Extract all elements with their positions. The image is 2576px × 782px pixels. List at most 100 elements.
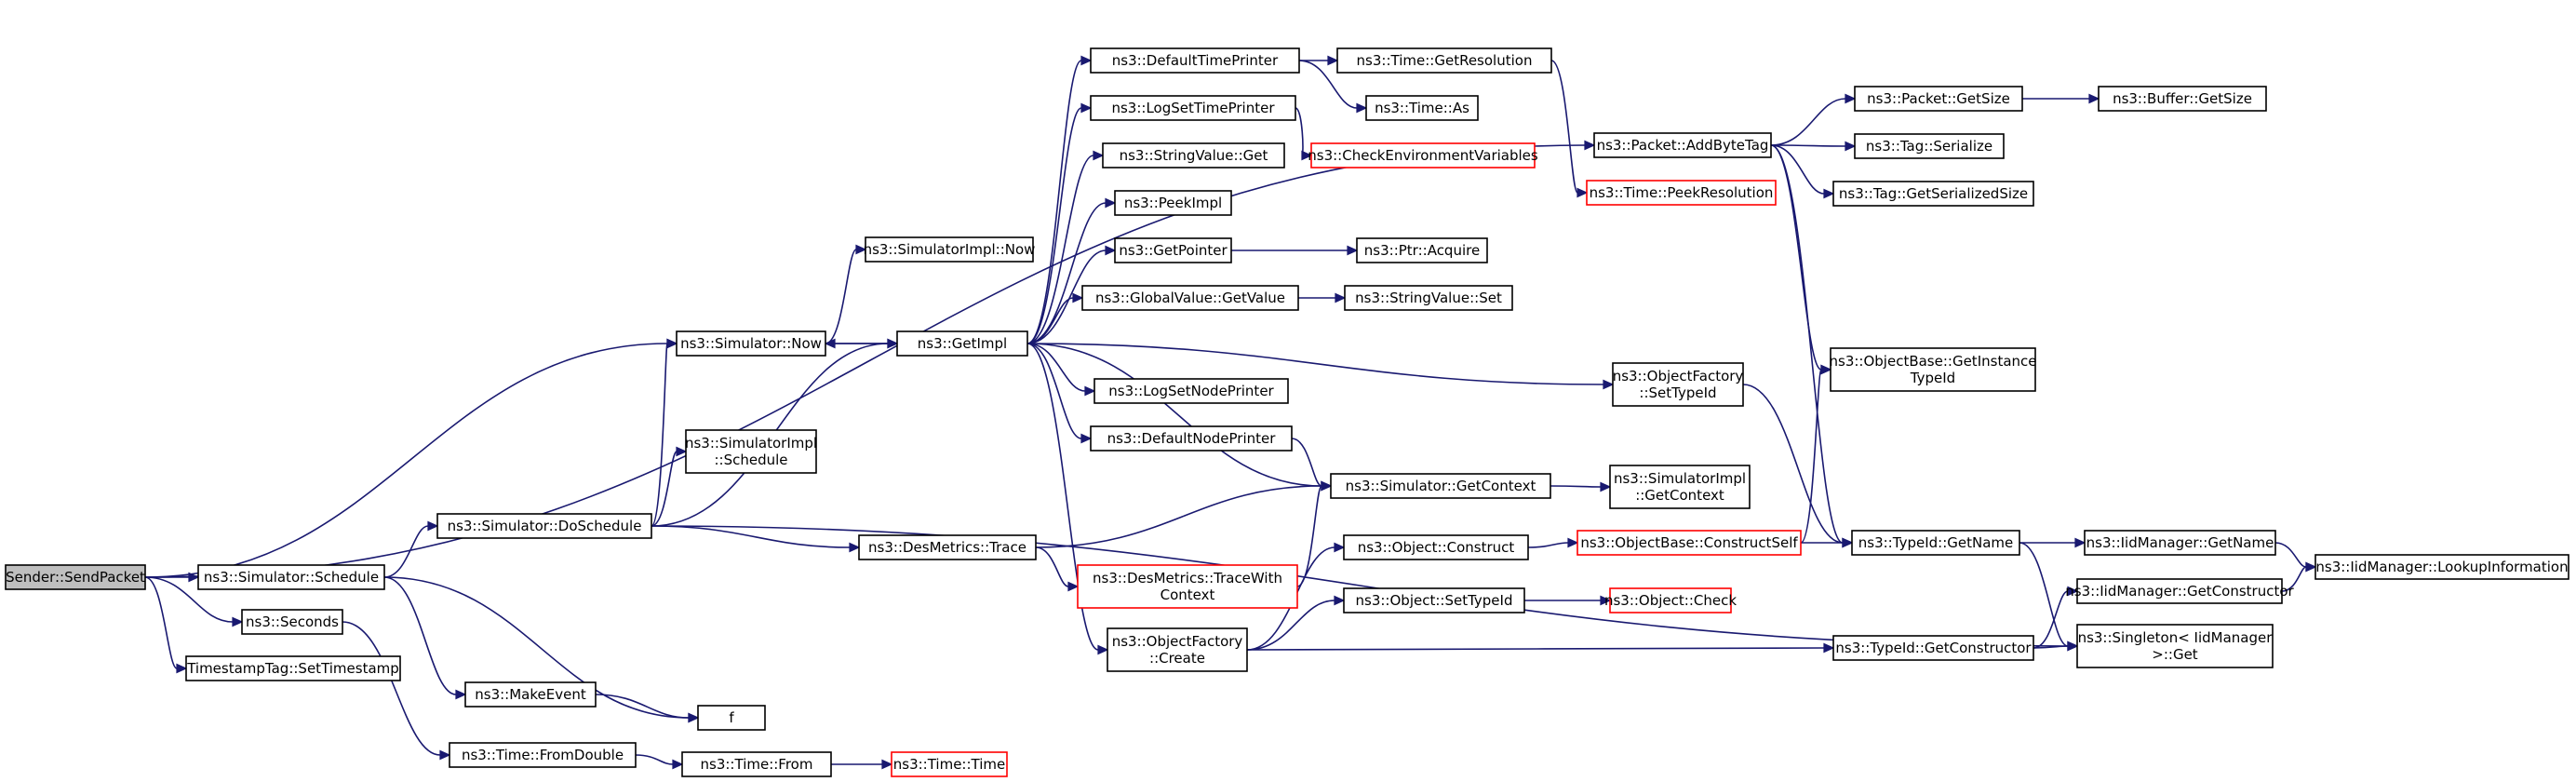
node-box bbox=[681, 751, 832, 777]
node-label: ns3::SimulatorImpl::Now bbox=[864, 241, 1036, 258]
node-ns3-simulatorimpl-schedule[interactable]: ns3::SimulatorImpl::Schedule bbox=[685, 429, 817, 474]
edge-logsettime-to-checkenv bbox=[1295, 107, 1313, 161]
edge-line bbox=[1026, 297, 1074, 344]
node-ns3-iidmanager-lookupinformation[interactable]: ns3::IidManager::LookupInformation bbox=[2314, 554, 2569, 580]
edge-doschedule-to-simimpl_sched bbox=[651, 446, 688, 527]
node-ns3-tag-getserializedsize[interactable]: ns3::Tag::GetSerializedSize bbox=[1832, 181, 2034, 207]
node-ns3-time-time[interactable]: ns3::Time::Time bbox=[891, 751, 1008, 777]
node-ns3-defaulttimeprinter[interactable]: ns3::DefaultTimePrinter bbox=[1090, 47, 1300, 74]
edge-arrowhead bbox=[2067, 586, 2079, 597]
edge-arrowhead bbox=[1820, 364, 1832, 375]
node-ns3-objectfactory-settypeid[interactable]: ns3::ObjectFactory::SetTypeId bbox=[1612, 362, 1744, 407]
node-ns3-globalvalue-getvalue[interactable]: ns3::GlobalValue::GetValue bbox=[1081, 285, 1299, 311]
node-ns3-packet-addbytetag[interactable]: ns3::Packet::AddByteTag bbox=[1593, 132, 1772, 158]
edge-desmetrics-to-sim_getctx bbox=[1035, 480, 1333, 548]
node-ns3-objectfactory-create[interactable]: ns3::ObjectFactory::Create bbox=[1107, 627, 1248, 672]
node-box bbox=[1343, 534, 1529, 560]
node-ns3-seconds[interactable]: ns3::Seconds bbox=[241, 609, 343, 635]
edge-line bbox=[144, 576, 178, 669]
node-ns3-simulator-getcontext[interactable]: ns3::Simulator::GetContext bbox=[1330, 473, 1551, 499]
node-ns3-packet-getsize[interactable]: ns3::Packet::GetSize bbox=[1854, 86, 2023, 112]
node-box bbox=[891, 751, 1008, 777]
edge-arrowhead bbox=[1576, 187, 1589, 198]
node-box bbox=[1576, 530, 1802, 556]
node-ns3-time-fromdouble[interactable]: ns3::Time::FromDouble bbox=[449, 742, 637, 768]
node-ns3-buffer-getsize[interactable]: ns3::Buffer::GetSize bbox=[2098, 86, 2267, 112]
node-label: ns3::CheckEnvironmentVariables bbox=[1308, 147, 1538, 164]
edge-addbytetag-to-typeid_getname bbox=[1770, 144, 1854, 548]
node-label: ns3::Simulator::Schedule bbox=[204, 569, 379, 586]
edge-addbytetag-to-pkt_getsize bbox=[1770, 93, 1857, 146]
node-ns3-simulator-schedule[interactable]: ns3::Simulator::Schedule bbox=[197, 564, 385, 590]
edge-arrowhead bbox=[2067, 640, 2079, 652]
edge-getimpl-to-logsetnode bbox=[1026, 343, 1096, 397]
edge-line bbox=[1026, 155, 1094, 344]
node-box bbox=[1854, 133, 2005, 159]
node-ns3-objectbase-constructself[interactable]: ns3::ObjectBase::ConstructSelf bbox=[1576, 530, 1802, 556]
node-ns3-simulator-now[interactable]: ns3::Simulator::Now bbox=[676, 330, 826, 357]
node-ns3-getpointer[interactable]: ns3::GetPointer bbox=[1114, 237, 1232, 263]
node-ns3-makeevent[interactable]: ns3::MakeEvent bbox=[464, 681, 597, 708]
node-ns3-iidmanager-getconstructor[interactable]: ns3::IidManager::GetConstructor bbox=[2065, 578, 2295, 604]
node-box bbox=[1593, 132, 1772, 158]
node-ns3-time-getresolution[interactable]: ns3::Time::GetResolution bbox=[1336, 47, 1552, 74]
node-ns3-defaultnodeprinter[interactable]: ns3::DefaultNodePrinter bbox=[1090, 425, 1293, 452]
node-ns3-object-check[interactable]: ns3::Object::Check bbox=[1604, 587, 1737, 613]
node-timestamptag-settimestamp[interactable]: TimestampTag::SetTimestamp bbox=[185, 655, 401, 681]
node-f[interactable]: f bbox=[697, 705, 766, 731]
node-box bbox=[1830, 347, 2036, 392]
node-box bbox=[436, 513, 652, 539]
node-ns3-simulatorimpl-getcontext[interactable]: ns3::SimulatorImpl::GetContext bbox=[1609, 465, 1751, 509]
edge-arrowhead bbox=[881, 759, 893, 770]
node-ns3-peekimpl[interactable]: ns3::PeekImpl bbox=[1114, 190, 1232, 216]
edge-arrowhead bbox=[849, 542, 861, 553]
node-box bbox=[1343, 587, 1525, 613]
node-ns3-object-construct[interactable]: ns3::Object::Construct bbox=[1343, 534, 1529, 560]
node-ns3-simulator-doschedule[interactable]: ns3::Simulator::DoSchedule bbox=[436, 513, 652, 539]
node-label: ::Schedule bbox=[714, 452, 787, 468]
node-ns3-tag-serialize[interactable]: ns3::Tag::Serialize bbox=[1854, 133, 2005, 159]
node-ns3-getimpl[interactable]: ns3::GetImpl bbox=[896, 330, 1028, 357]
node-box bbox=[685, 429, 817, 474]
node-ns3-stringvalue-get[interactable]: ns3::StringValue::Get bbox=[1102, 142, 1285, 169]
edge-arrowhead bbox=[1105, 245, 1117, 256]
edge-deftimeprinter-to-time_as bbox=[1298, 60, 1368, 114]
node-ns3-typeid-getname[interactable]: ns3::TypeId::GetName bbox=[1851, 530, 2020, 556]
edge-line bbox=[144, 343, 668, 578]
edge-makeevent-to-f bbox=[595, 694, 700, 723]
node-label: Sender::SendPacket bbox=[6, 569, 145, 586]
node-box bbox=[1365, 95, 1479, 121]
node-ns3-time-peekresolution[interactable]: ns3::Time::PeekResolution bbox=[1586, 180, 1777, 206]
node-sender-sendpacket[interactable]: Sender::SendPacket bbox=[5, 564, 146, 590]
edge-line bbox=[2033, 645, 2069, 649]
edge-line bbox=[1035, 485, 1322, 548]
node-ns3-ptr-acquire[interactable]: ns3::Ptr::Acquire bbox=[1356, 237, 1488, 263]
node-ns3-time-as[interactable]: ns3::Time::As bbox=[1365, 95, 1479, 121]
node-label: ns3::Buffer::GetSize bbox=[2113, 90, 2252, 107]
edge-arrowhead bbox=[1845, 93, 1857, 104]
edge-getimpl-to-sim_now bbox=[824, 338, 897, 349]
node-ns3-iidmanager-getname[interactable]: ns3::IidManager::GetName bbox=[2084, 530, 2276, 556]
node-ns3-logsettimeprinter[interactable]: ns3::LogSetTimePrinter bbox=[1090, 95, 1296, 121]
node-ns3-checkenvironmentvariables[interactable]: ns3::CheckEnvironmentVariables bbox=[1308, 142, 1538, 169]
edge-arrowhead bbox=[1842, 537, 1854, 548]
node-ns3-typeid-getconstructor[interactable]: ns3::TypeId::GetConstructor bbox=[1832, 635, 2034, 661]
node-ns3-singleton-iidmanager-get[interactable]: ns3::Singleton< IidManager>::Get bbox=[2076, 624, 2274, 668]
node-ns3-logsetnodeprinter[interactable]: ns3::LogSetNodePrinter bbox=[1093, 378, 1289, 404]
node-box bbox=[1336, 47, 1552, 74]
node-label: >::Get bbox=[2152, 646, 2198, 663]
edge-line bbox=[1026, 343, 1099, 651]
node-ns3-object-settypeid[interactable]: ns3::Object::SetTypeId bbox=[1343, 587, 1525, 613]
edge-line bbox=[1026, 343, 1082, 439]
edge-line bbox=[825, 249, 857, 344]
node-ns3-simulatorimpl-now[interactable]: ns3::SimulatorImpl::Now bbox=[864, 236, 1036, 263]
edge-time_from-to-time_time bbox=[831, 759, 893, 770]
node-ns3-time-from[interactable]: ns3::Time::From bbox=[681, 751, 832, 777]
node-box bbox=[1090, 47, 1300, 74]
node-box bbox=[1330, 473, 1551, 499]
node-ns3-desmetrics-trace[interactable]: ns3::DesMetrics::Trace bbox=[858, 534, 1037, 560]
edge-line bbox=[651, 525, 2069, 647]
node-ns3-stringvalue-set[interactable]: ns3::StringValue::Set bbox=[1344, 285, 1513, 311]
